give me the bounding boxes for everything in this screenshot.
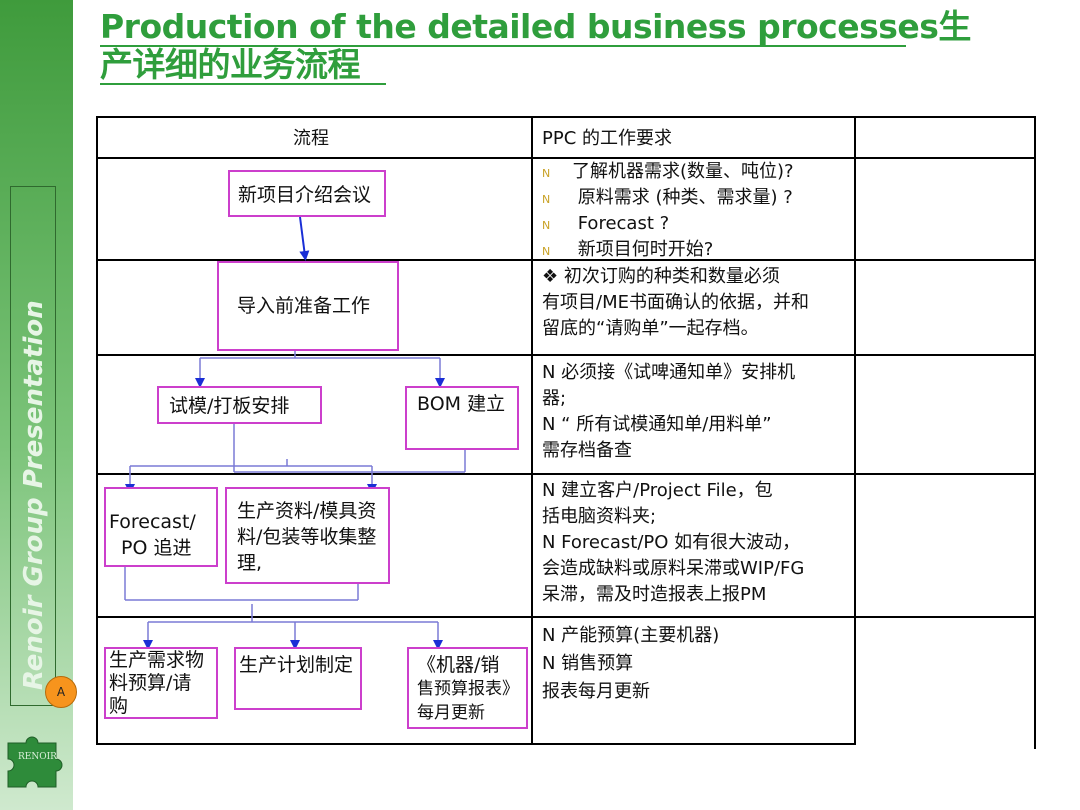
title-line-2: 产详细的业务流程 [100,45,361,84]
req-bullet: N 了解机器需求(数量、吨位)? [542,160,847,186]
req-line: 呆滞，需及时造报表上报PM [542,584,767,605]
page-title: Production of the detailed business proc… [100,8,1000,84]
flow-box-forecast-po[interactable]: Forecast/ PO 追进 [104,487,218,567]
flow-box-label: 生产计划制定 [239,654,354,676]
sidebar-band [0,0,73,810]
bullet-mark: N [542,245,551,258]
req-line: N Forecast/PO 如有很大波动， [542,532,801,553]
req-line: N 产能预算(主要机器) [542,625,720,646]
bullet-mark: N [542,219,551,232]
flow-box-label: 生产资料/模具资 [237,500,377,522]
flow-box-label: 导入前准备工作 [237,295,371,317]
bullet-text: 了解机器需求(数量、吨位)? [572,161,794,182]
req-cell-2: ❖ 初次订购的种类和数量必须 有项目/ME书面确认的依据，并和 留底的“请购单”… [542,264,847,342]
table-row-line [96,473,1036,475]
req-cell-3: N 必须接《试啤通知单》安排机 器; N “ 所有试模通知单/用料单” 需存档备… [542,360,847,464]
flow-box-label: 生产需求物 [109,649,205,671]
flow-box-machine-sales-budget[interactable]: 《机器/销 售预算报表》 每月更新 [407,647,528,729]
req-line: 留底的“请购单”一起存档。 [542,318,759,339]
req-line: N 销售预算 [542,653,634,674]
sidebar-vertical-text: Renoir Group Presentation [19,300,49,690]
req-line: ❖ 初次订购的种类和数量必须 [542,266,780,287]
flow-box-trial-mold[interactable]: 试模/打板安排 [157,386,322,424]
req-cell-1: N 了解机器需求(数量、吨位)? N 原料需求 (种类、需求量) ? N Fore… [542,160,847,264]
bullet-mark: N [542,193,551,206]
flow-box-label: 料/包装等收集整 [237,526,377,548]
flow-box-label: 试模/打板安排 [169,395,290,417]
flow-box-label: 售预算报表》 [417,679,519,699]
flow-box-label: 购 [109,695,129,717]
table-col-line [854,116,856,745]
req-line: 括电脑资料夹; [542,506,657,527]
flow-box-kickoff-meeting[interactable]: 新项目介绍会议 [228,170,386,217]
flow-box-bom[interactable]: BOM 建立 [405,386,519,450]
table-row-line [96,259,1036,261]
arrow-b1-b2 [299,216,310,261]
req-line: N 建立客户/Project File，包 [542,480,773,501]
title-underline-2 [100,83,386,85]
req-line: 会造成缺料或原料呆滞或WIP/FG [542,558,805,579]
flow-box-production-data[interactable]: 生产资料/模具资 料/包装等收集整 理, [225,487,390,584]
req-line: 需存档备查 [542,440,632,461]
bullet-text: 新项目何时开始? [572,239,714,260]
flow-box-material-budget[interactable]: 生产需求物 料预算/请 购 [104,647,218,719]
slide-badge[interactable]: A [45,676,77,708]
flow-box-label: 料预算/请 [109,672,192,694]
flow-box-production-plan[interactable]: 生产计划制定 [234,647,362,710]
req-line: 有项目/ME书面确认的依据，并和 [542,292,809,313]
req-cell-5: N 产能预算(主要机器) N 销售预算 报表每月更新 [542,622,847,706]
flow-box-label: Forecast/ [109,511,196,533]
flow-box-label: 理, [237,552,263,574]
bullet-text: 原料需求 (种类、需求量) ? [572,187,793,208]
flow-box-label: 新项目介绍会议 [238,184,372,206]
req-bullet: N 新项目何时开始? [542,238,847,264]
flow-box-preparation[interactable]: 导入前准备工作 [217,261,399,351]
table-border-top [96,116,1036,118]
title-underline-1 [100,45,906,47]
req-line: 报表每月更新 [542,681,650,702]
header-flow: 流程 [293,128,329,149]
flow-box-label: 《机器/销 [417,654,500,676]
flow-box-label: PO 追进 [121,537,192,559]
req-line: N “ 所有试模通知单/用料单” [542,414,772,435]
req-cell-4: N 建立客户/Project File，包 括电脑资料夹; N Forecast… [542,478,847,608]
table-col-line [531,116,533,745]
logo-text: RENOIR [18,752,57,762]
req-line: 器; [542,388,567,409]
table-border-left [96,116,98,745]
title-line-1: Production of the detailed business proc… [100,7,971,46]
table-row-line [96,157,1036,159]
req-line: N 必须接《试啤通知单》安排机 [542,362,796,383]
flow-box-label: 每月更新 [417,703,485,723]
table-row-line [96,616,1036,618]
header-ppc-requirements: PPC 的工作要求 [542,128,672,149]
puzzle-logo-icon [7,736,63,788]
req-bullet: N 原料需求 (种类、需求量) ? [542,186,847,212]
sidebar-frame [10,186,56,706]
req-bullet: N Forecast ? [542,212,847,238]
flow-box-label: BOM 建立 [417,393,506,415]
table-border-bottom [96,743,856,745]
bullet-mark: N [542,167,551,180]
bullet-text: Forecast ? [572,213,670,234]
table-border-right [1034,116,1036,749]
table-row-line [96,354,1036,356]
